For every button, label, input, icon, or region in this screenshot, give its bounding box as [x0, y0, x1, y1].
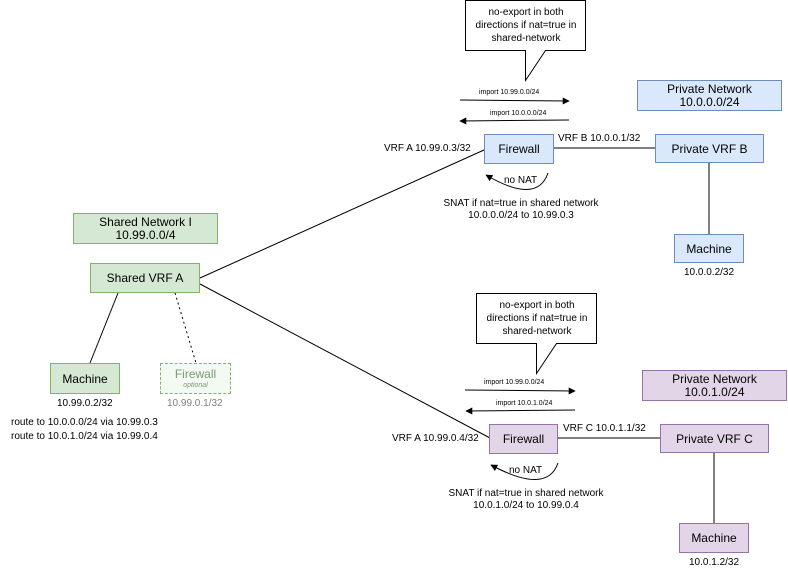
no-nat-label-b: no NAT [504, 175, 538, 186]
optional-firewall-sublabel: optional [183, 381, 208, 389]
firewall-b[interactable]: Firewall [484, 134, 554, 164]
private-vrf-b[interactable]: Private VRF B [655, 134, 764, 163]
firewall-b-vrf-b-label: VRF B 10.0.0.1/32 [558, 133, 641, 144]
link-shared-to-firewall-c [199, 283, 491, 439]
shared-vrf-a-label: Shared VRF A [106, 271, 184, 285]
import-arrow-b-left [459, 117, 570, 125]
private-vrf-c-label: Private VRF C [676, 431, 753, 446]
snat-label-b: SNAT if nat=true in shared network 10.0.… [443, 198, 599, 221]
import-label-b-2: import 10.0.0.0/24 [490, 110, 547, 117]
machine-b[interactable]: Machine [674, 234, 744, 263]
snat-label-c: SNAT if nat=true in shared network 10.0.… [448, 488, 604, 511]
link-shared-to-firewall-b [199, 149, 485, 279]
private-vrf-b-label: Private VRF B [671, 141, 748, 156]
import-label-c-1: import 10.99.0.0/24 [484, 379, 545, 386]
import-label-c-2: import 10.0.1.0/24 [496, 400, 553, 407]
no-nat-curve-c [490, 462, 559, 480]
import-label-b-1: import 10.99.0.0/24 [479, 89, 540, 96]
firewall-c-vrf-a-label: VRF A 10.99.0.4/32 [392, 433, 479, 444]
callout-bubble-c [476, 293, 597, 376]
machine-shared-label: Machine [62, 371, 108, 386]
link-shared-to-machine [89, 292, 119, 364]
shared-network-label: Shared Network I 10.99.0.0/4 [73, 213, 218, 244]
machine-shared[interactable]: Machine [50, 363, 120, 394]
optional-firewall-label: Firewall [174, 366, 217, 381]
machine-c-ip: 10.0.1.2/32 [689, 557, 740, 568]
private-network-b-label: Private Network 10.0.0.0/24 [637, 80, 782, 111]
callout-bubble-b [465, 0, 586, 83]
import-arrow-c-left [465, 407, 576, 415]
private-network-c-label: Private Network 10.0.1.0/24 [642, 370, 787, 401]
machine-b-ip: 10.0.0.2/32 [684, 267, 735, 278]
machine-c-label: Machine [691, 531, 737, 545]
optional-firewall[interactable]: Firewall optional [160, 363, 231, 394]
no-nat-curve-b [485, 172, 549, 190]
no-export-note-b-text: no-export in both directions if nat=true… [475, 7, 577, 44]
import-arrow-c-right [464, 387, 576, 395]
link-shared-to-optional-firewall [174, 292, 197, 364]
firewall-b-label: Firewall [498, 142, 540, 156]
shared-vrf-a[interactable]: Shared VRF A [90, 263, 200, 293]
no-export-note-c-text: no-export in both directions if nat=true… [486, 300, 588, 337]
firewall-b-vrf-a-label: VRF A 10.99.0.3/32 [384, 143, 471, 154]
import-arrow-b-right [459, 97, 570, 105]
no-export-note-c: no-export in both directions if nat=true… [477, 299, 597, 338]
firewall-c[interactable]: Firewall [489, 424, 558, 454]
private-vrf-c[interactable]: Private VRF C [660, 424, 769, 453]
firewall-c-vrf-c-label: VRF C 10.0.1.1/32 [563, 423, 646, 434]
route-label-1: route to 10.0.0.0/24 via 10.99.0.3 [11, 417, 158, 428]
optional-firewall-ip: 10.99.0.1/32 [167, 398, 223, 409]
firewall-c-label: Firewall [502, 432, 545, 446]
no-nat-label-c: no NAT [509, 465, 543, 476]
machine-shared-ip: 10.99.0.2/32 [57, 398, 113, 409]
no-export-note-b: no-export in both directions if nat=true… [466, 6, 586, 45]
machine-b-label: Machine [686, 241, 732, 256]
machine-c[interactable]: Machine [679, 523, 749, 553]
route-label-2: route to 10.0.1.0/24 via 10.99.0.4 [11, 431, 158, 442]
